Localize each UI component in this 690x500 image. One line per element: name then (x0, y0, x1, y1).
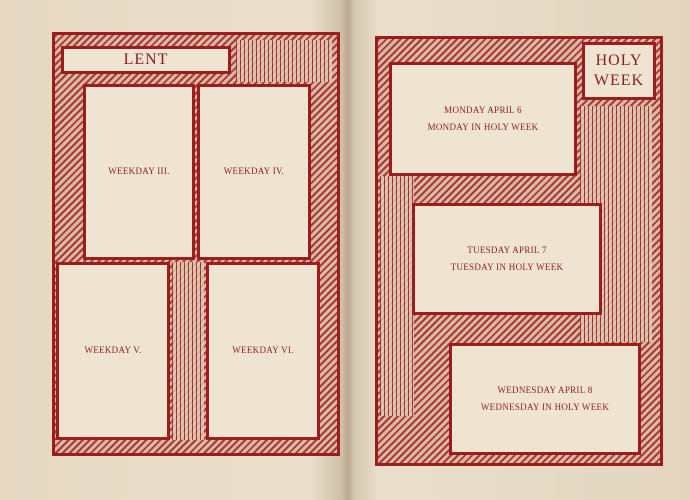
weekday-4-box: WEEKDAY IV. (197, 84, 311, 260)
left-decor-tree (236, 40, 332, 82)
monday-box: MONDAY APRIL 6 MONDAY IN HOLY WEEK (389, 62, 577, 176)
weekday-3-label: WEEKDAY III. (108, 166, 170, 177)
holy-week-title-line1: HOLY (595, 52, 643, 69)
lent-title-text: LENT (123, 51, 169, 68)
wednesday-line1: WEDNESDAY APRIL 8 (497, 384, 593, 395)
weekday-4-label: WEEKDAY IV. (223, 166, 285, 177)
tuesday-box: TUESDAY APRIL 7 TUESDAY IN HOLY WEEK (412, 203, 602, 315)
page-fold (342, 0, 354, 500)
weekday-6-box: WEEKDAY VI. (206, 262, 320, 440)
weekday-5-label: WEEKDAY V. (84, 345, 142, 356)
left-decor-column (172, 262, 204, 440)
holy-week-title: HOLY WEEK (582, 42, 656, 100)
tuesday-line2: TUESDAY IN HOLY WEEK (450, 262, 564, 272)
right-decor-wall (380, 176, 414, 416)
wednesday-box: WEDNESDAY APRIL 8 WEDNESDAY IN HOLY WEEK (449, 343, 641, 455)
monday-line1: MONDAY APRIL 6 (444, 104, 522, 115)
tuesday-line1: TUESDAY APRIL 7 (467, 244, 547, 255)
weekday-3-box: WEEKDAY III. (83, 84, 195, 260)
weekday-6-label: WEEKDAY VI. (232, 345, 294, 356)
monday-line2: MONDAY IN HOLY WEEK (427, 122, 539, 132)
weekday-5-box: WEEKDAY V. (56, 262, 170, 440)
holy-week-title-line2: WEEK (593, 72, 645, 89)
lent-title: LENT (61, 46, 231, 74)
wednesday-line2: WEDNESDAY IN HOLY WEEK (480, 402, 610, 412)
